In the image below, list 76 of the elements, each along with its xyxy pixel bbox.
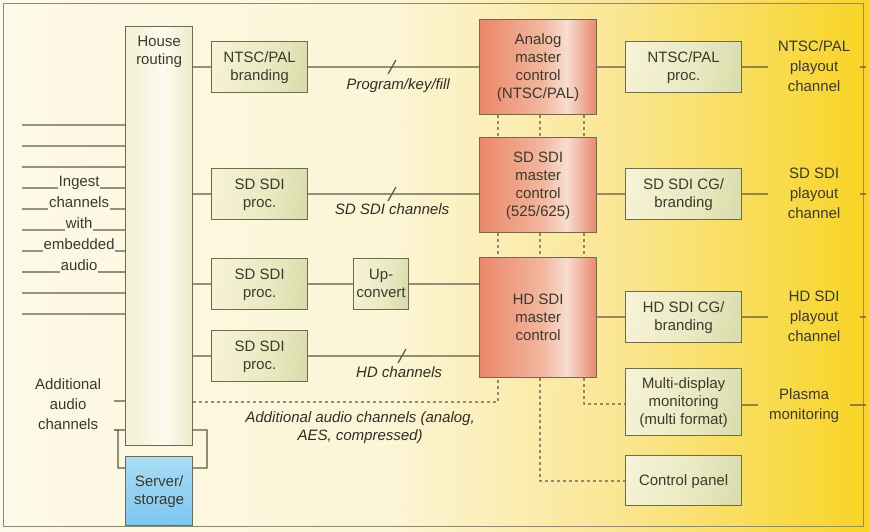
process-box — [353, 258, 409, 310]
edge-label: HD channels — [356, 364, 442, 382]
connector-line — [860, 316, 866, 318]
connector-line — [308, 193, 479, 195]
process-box — [625, 455, 742, 506]
connector-line — [22, 166, 125, 168]
connector-line — [597, 316, 625, 318]
connector-line — [193, 283, 211, 285]
dashed-connector — [497, 233, 499, 257]
node-label: SD SDI proc. — [233, 176, 286, 212]
process-box — [211, 330, 308, 382]
process-box — [625, 368, 742, 436]
connector-line — [742, 404, 758, 406]
edge-label: Additional audio channels (analog, AES, compressed) — [244, 409, 476, 445]
dashed-connector — [193, 378, 499, 403]
connector-line — [193, 66, 211, 68]
master-control-box — [479, 137, 597, 233]
node-label: SD SDI proc. — [233, 338, 286, 374]
process-box — [211, 258, 308, 310]
node-label: SD SDI proc. — [233, 266, 286, 302]
process-box — [211, 41, 308, 93]
master-control-box — [479, 19, 597, 115]
dashed-connector — [539, 115, 541, 137]
connector-line — [22, 124, 125, 126]
connector-line — [409, 283, 479, 285]
node-label: Up-convert — [355, 266, 407, 302]
dashed-connector — [583, 115, 585, 137]
connector-line — [742, 316, 768, 318]
connector-line — [22, 145, 125, 147]
node-label: NTSC/PAL proc. — [646, 49, 721, 85]
node-label: House routing — [135, 33, 183, 69]
connector-line — [308, 283, 353, 285]
node-label: Additional audio channels — [34, 375, 102, 435]
dashed-connector — [583, 233, 585, 257]
process-box — [625, 291, 742, 343]
storage-box — [125, 456, 193, 526]
connector-line — [193, 429, 208, 469]
connector-line — [742, 193, 768, 195]
process-box — [211, 168, 308, 220]
node-label: NTSC/PAL playout channel — [776, 37, 852, 97]
node-label: Analog master control (NTSC/PAL) — [496, 31, 580, 103]
edge-label: SD SDI channels — [334, 201, 450, 219]
node-label: HD SDI playout channel — [786, 287, 842, 347]
connector-line — [193, 193, 211, 195]
node-label: SD SDI playout channel — [786, 164, 842, 224]
dashed-connector — [497, 115, 499, 137]
connector-line — [22, 292, 125, 294]
dashed-connector — [583, 378, 625, 405]
connector-line — [597, 193, 625, 195]
node-label: HD SDI master control — [512, 290, 564, 344]
dashed-connector — [539, 233, 541, 257]
node-label: Server/ storage — [132, 473, 186, 509]
node-label: SD SDI master control (525/625) — [504, 149, 572, 221]
connector-line — [860, 66, 866, 68]
node-label: Multi-display monitoring (multi format) — [638, 375, 729, 429]
connector-line — [742, 66, 768, 68]
connector-line — [860, 193, 866, 195]
edge-label: Program/key/fill — [346, 76, 450, 94]
connector-line — [114, 429, 125, 469]
dashed-connector — [539, 378, 625, 482]
process-box — [625, 41, 742, 93]
process-box — [625, 168, 742, 220]
node-label: SD SDI CG/ branding — [642, 176, 725, 212]
master-control-box — [479, 257, 597, 378]
connector-line — [22, 313, 125, 315]
node-label: Control panel — [638, 472, 730, 490]
connector-line — [308, 66, 479, 68]
connector-line — [597, 66, 625, 68]
connector-line — [308, 355, 479, 357]
node-label: Plasma monitoring — [768, 385, 840, 425]
routing-bar — [125, 26, 193, 446]
node-label: NTSC/PAL branding — [222, 49, 297, 85]
connector-line — [850, 404, 866, 406]
connector-line — [114, 400, 125, 402]
connector-line — [193, 355, 211, 357]
node-label: HD SDI CG/ branding — [642, 299, 726, 335]
